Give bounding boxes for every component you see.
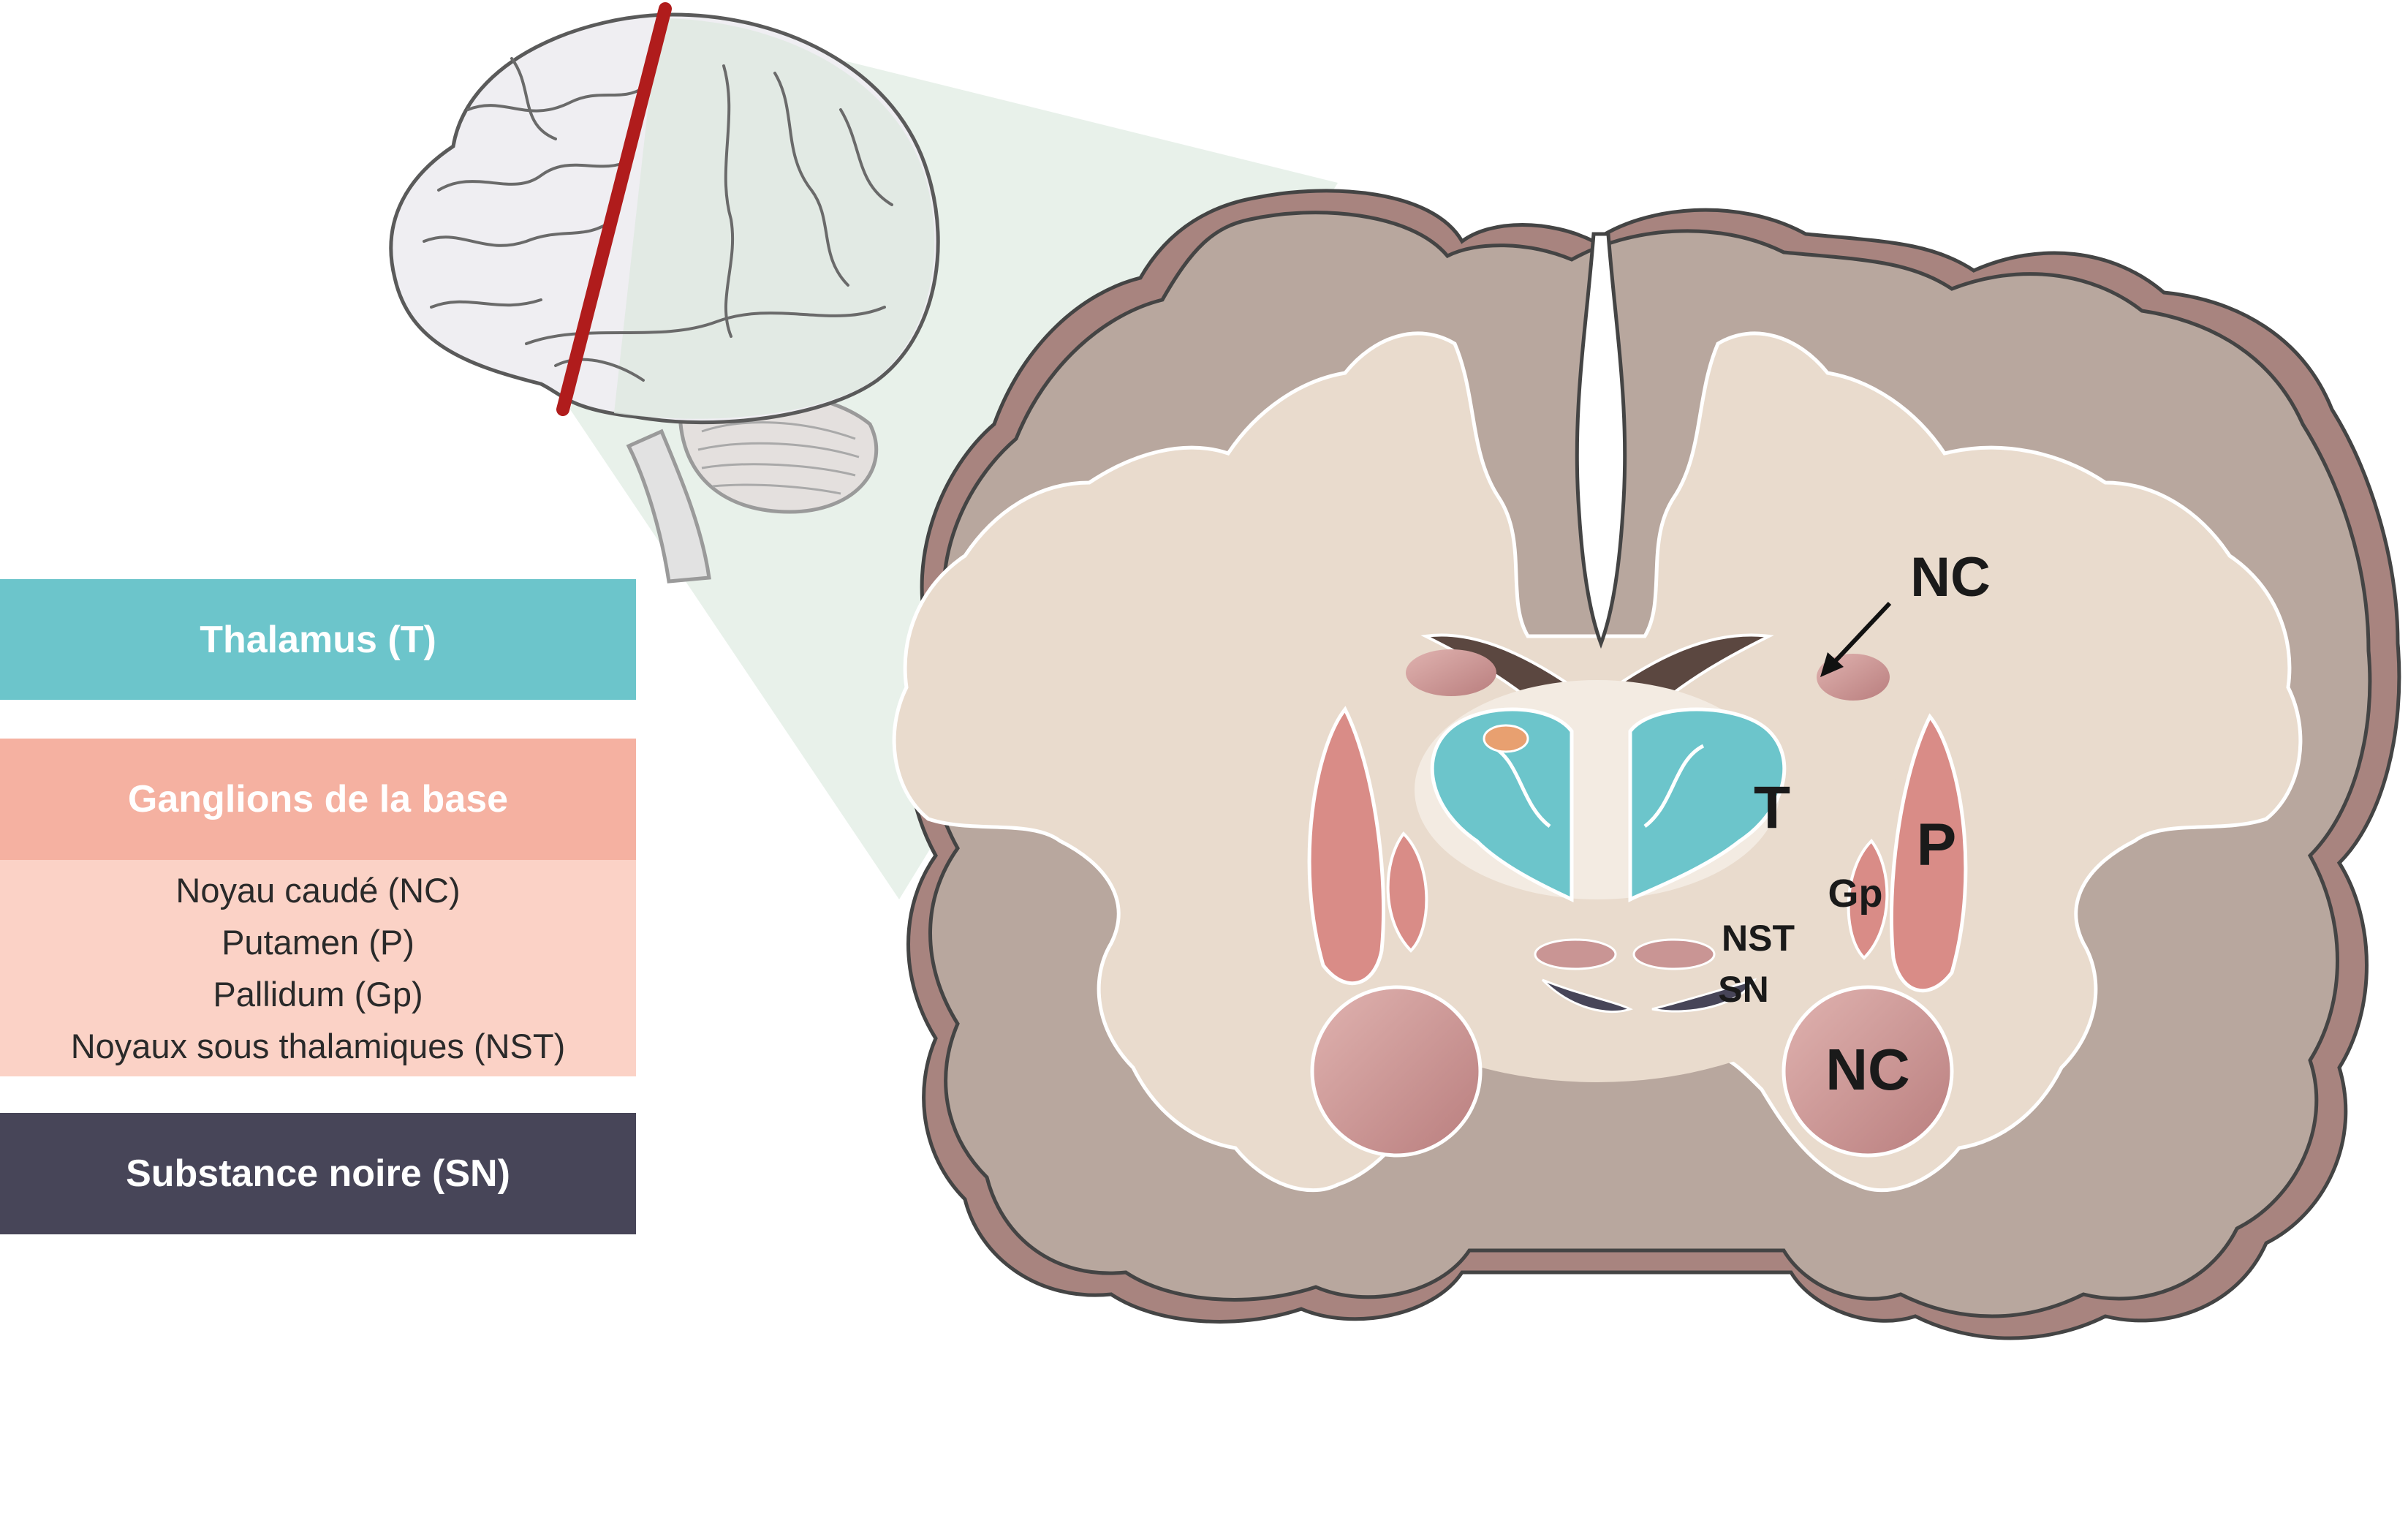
- label-pallidum: Gp: [1828, 872, 1883, 916]
- legend-basal-ganglia-title: Ganglions de la base: [127, 778, 509, 820]
- legend-thalamus: Thalamus (T): [0, 579, 636, 700]
- legend-item-putamen: Putamen (P): [222, 923, 414, 962]
- coronal-section-icon: [892, 189, 2401, 1340]
- legend-substantia-nigra: Substance noire (SN): [0, 1113, 636, 1234]
- legend-item-caudate: Noyau caudé (NC): [175, 871, 461, 910]
- legend-item-pallidum: Pallidum (Gp): [213, 975, 423, 1014]
- legend-item-subthalamic: Noyaux sous thalamiques (NST): [70, 1027, 566, 1065]
- legend-basal-ganglia-list: Noyau caudé (NC) Putamen (P) Pallidum (G…: [0, 860, 636, 1076]
- brain-lateral-icon: [389, 2, 940, 584]
- label-nc-bottom: NC: [1825, 1037, 1910, 1102]
- legend-basal-ganglia: Ganglions de la base: [0, 739, 636, 860]
- nc-arrow: [1829, 601, 1892, 668]
- label-nc-top: NC: [1910, 546, 1991, 608]
- label-putamen: P: [1917, 812, 1957, 878]
- legend-thalamus-title: Thalamus (T): [200, 618, 436, 661]
- cut-plane-icon: [556, 2, 672, 416]
- label-sn: SN: [1718, 969, 1768, 1010]
- label-nst: NST: [1722, 918, 1795, 959]
- label-thalamus: T: [1754, 774, 1790, 841]
- legend-substantia-nigra-title: Substance noire (SN): [126, 1152, 510, 1195]
